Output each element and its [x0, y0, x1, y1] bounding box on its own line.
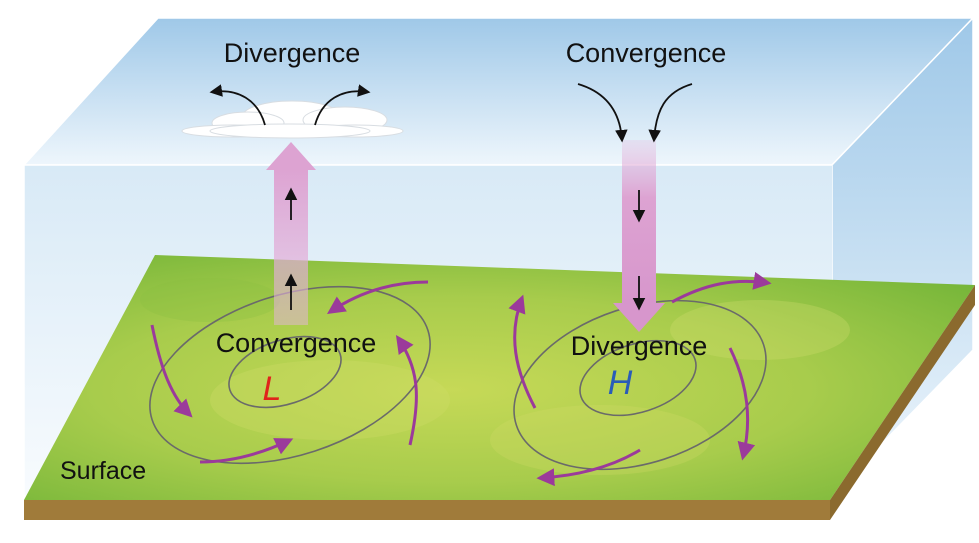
ground-surface	[24, 255, 975, 520]
sinking-air-column	[613, 140, 665, 332]
flow-arrow	[536, 448, 641, 487]
flow-arrow	[671, 271, 772, 304]
label-surface-convergence: Convergence	[216, 328, 377, 358]
high-surface-flow	[508, 271, 772, 487]
high-isobars	[513, 299, 767, 471]
cloud	[181, 100, 404, 139]
label-upper-divergence: Divergence	[224, 38, 361, 68]
upper-convergence-arrows	[577, 83, 693, 143]
label-surface-divergence: Divergence	[571, 331, 708, 361]
flow-arrow	[150, 324, 193, 418]
flow-arrow	[199, 438, 294, 464]
low-isobars	[149, 285, 431, 465]
low-pressure-symbol: L	[263, 370, 282, 408]
label-surface: Surface	[60, 457, 146, 485]
flow-arrow	[395, 335, 418, 446]
low-surface-flow	[150, 280, 429, 464]
label-upper-convergence: Convergence	[566, 38, 727, 68]
flow-arrow	[728, 347, 756, 461]
flow-arrow	[508, 294, 537, 409]
high-pressure-symbol: H	[608, 364, 633, 402]
flow-arrow	[327, 280, 429, 315]
upper-divergence-arrows	[209, 84, 371, 126]
rising-air-column	[266, 142, 316, 325]
